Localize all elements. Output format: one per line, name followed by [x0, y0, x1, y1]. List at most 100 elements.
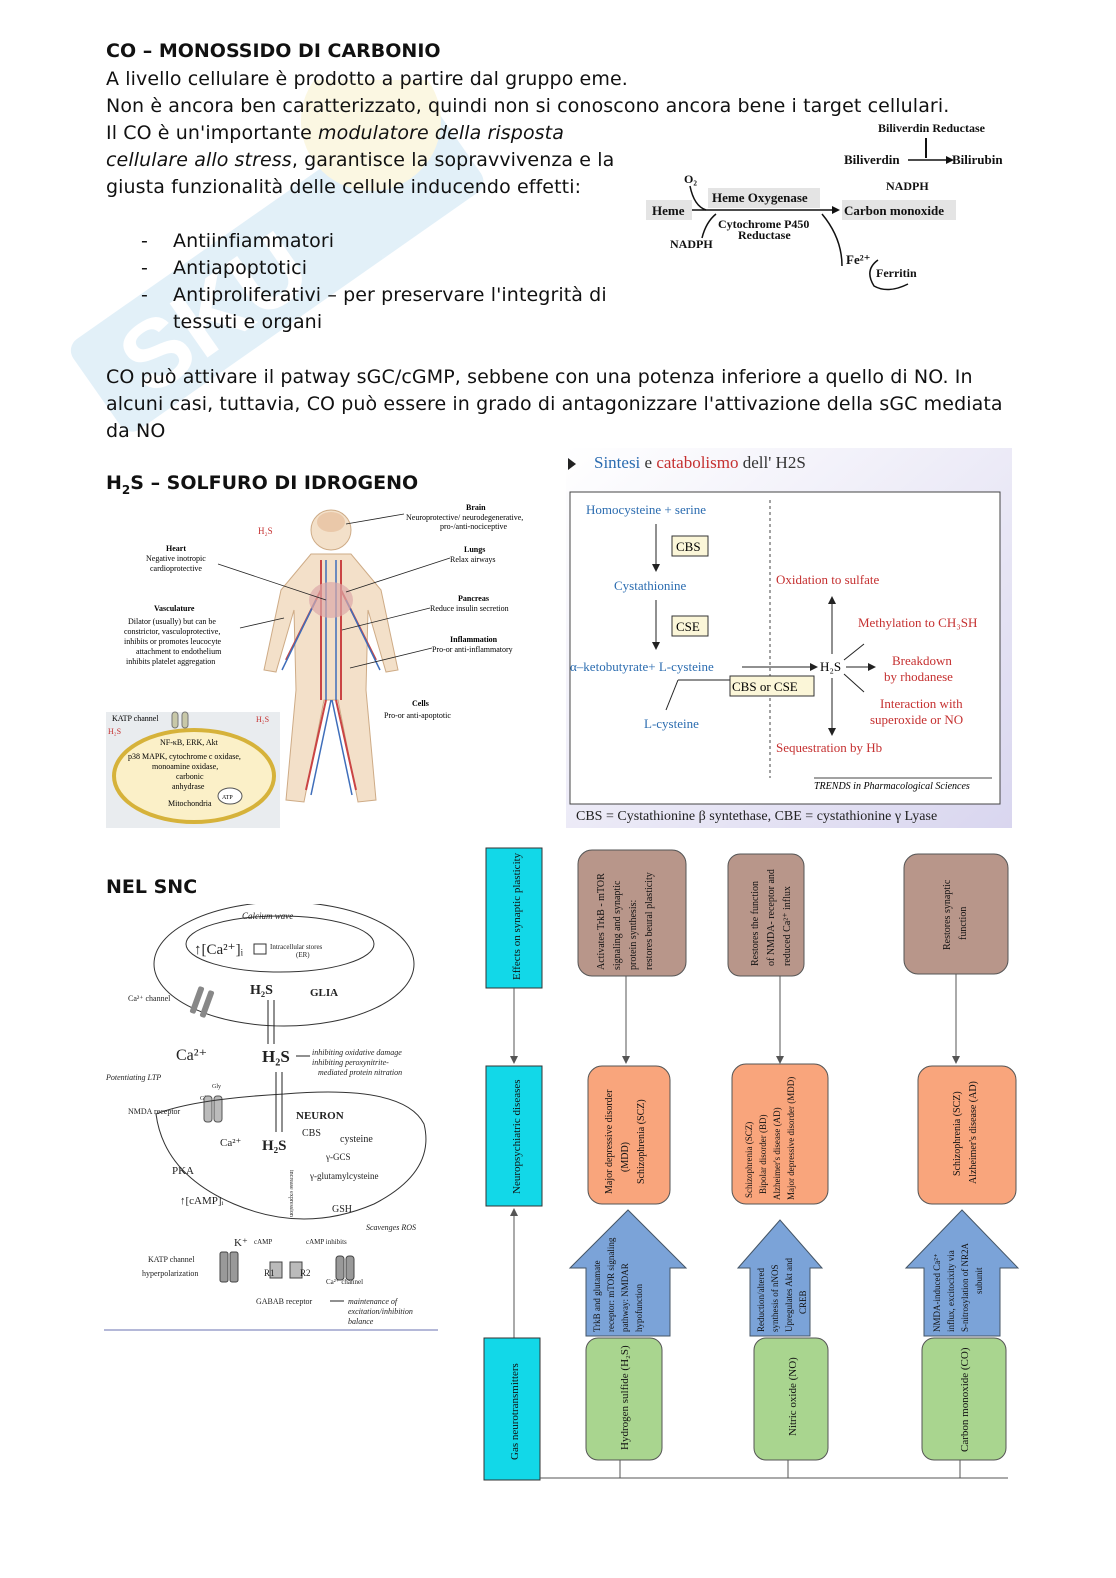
mechanism-arrow-no — [738, 1220, 822, 1336]
ferritin-label: Ferritin — [876, 266, 917, 280]
ltp-label: Potentiating LTP — [105, 1073, 161, 1082]
vasculature-desc-3: inhibits or promotes leucocyte — [124, 637, 222, 646]
methylation-label: Methylation to CH₃SH — [858, 615, 977, 630]
cystathionine-label: Cystathionine — [614, 578, 686, 593]
disease-box-h2s — [588, 1066, 670, 1204]
stores-label-2: (ER) — [296, 951, 310, 959]
h2s-title-sub: 2 — [122, 483, 130, 497]
camp-inhibits-label: cAMP inhibits — [306, 1238, 347, 1246]
snc-h2s-diagram: Calcium wave ↑[Ca²⁺]ᵢ Intracellular stor… — [104, 904, 438, 1332]
co-paragraph-4: CO può attivare il patway sGC/cGMP, sebb… — [106, 364, 1026, 445]
snc-title: NEL SNC — [106, 876, 197, 898]
mitochondria-label: Mitochondria — [168, 799, 212, 808]
h2s-body-diagram: H₂S Brain Neuroprotective/ neurodegenera… — [106, 500, 556, 828]
co-effects-list: Antiinfiammatori Antiapoptotici Antiprol… — [106, 228, 646, 336]
fe-label: Fe²⁺ — [846, 252, 870, 267]
breakdown-label-1: Breakdown — [892, 653, 952, 668]
disease-no-line-4: Major depressive disorder (MDD) — [786, 1077, 796, 1200]
sidebar-gases-label: Gas neurotransmitters — [509, 1363, 521, 1460]
cell-line-1: NF-κB, ERK, Akt — [160, 738, 219, 747]
mechanism-h2s-line-4: hypofunction — [634, 1284, 644, 1332]
interaction-label-1: Interaction with — [880, 696, 963, 711]
heme-label: Heme — [652, 203, 685, 218]
camp-small-label: cAMP — [254, 1238, 272, 1246]
synth-title: Sintesi e catabolismo dell' H2S — [594, 453, 806, 472]
katp-snc-label-1: KATP channel — [148, 1255, 195, 1264]
sequestration-label: Sequestration by Hb — [776, 740, 882, 755]
r2-label: R2 — [300, 1268, 311, 1278]
biliverdin-reductase-label: Biliverdin Reductase — [878, 121, 986, 135]
effect-co-line-2: function — [958, 907, 969, 940]
synth-footer: CBS = Cystathionine β syntethase, CBE = … — [576, 809, 937, 824]
ca2-label: Ca²⁺ — [176, 1047, 207, 1064]
h2s-title: H2S – SOLFURO DI IDROGENO — [106, 472, 418, 497]
effect-co-line-1: Restores synaptic — [942, 879, 953, 950]
kplus-label: K⁺ — [234, 1237, 248, 1249]
sidebar-diseases-label: Neuropsychiatric diseases — [511, 1079, 523, 1194]
cell-line-5: anhydrase — [172, 782, 205, 791]
r1-label: R1 — [264, 1268, 275, 1278]
brain-desc-2: pro-/anti-nociceptive — [440, 522, 508, 531]
vasculature-desc-5: inhibits platelet aggregation — [126, 657, 215, 666]
ca-neuron-label: Ca²⁺ — [220, 1137, 242, 1149]
katp-snc-label-2: hyperpolarization — [142, 1269, 198, 1278]
co-paragraph-3: Il CO è un'importante modulatore della r… — [106, 120, 626, 201]
maintenance-label-2: excitation/inhibition — [348, 1307, 413, 1316]
mechanism-h2s-line-1: TrkB and glutamate — [592, 1260, 602, 1332]
inhibit-label-2: inhibiting peroxynitrite- — [312, 1058, 389, 1067]
interaction-label-2: superoxide or NO — [870, 712, 963, 727]
gas-co-label: Carbon monoxide (CO) — [959, 1347, 971, 1452]
lungs-desc: Relax airways — [450, 555, 496, 564]
list-item: Antiinfiammatori — [106, 228, 646, 255]
h2s-title-rest: S – SOLFURO DI IDROGENO — [130, 472, 418, 494]
effect-h2s-line-3: protein synthesis: — [628, 900, 639, 970]
katp-channel-label: KATP channel — [112, 714, 159, 723]
ca-channel-label: Ca²⁺ channel — [128, 994, 171, 1003]
list-item: Antiproliferativi – per preservare l'int… — [106, 282, 646, 336]
h2s-glia-label: H₂S — [250, 983, 273, 998]
cell-line-3: monoamine oxidase, — [152, 762, 218, 771]
homocysteine-label: Homocysteine + serine — [586, 502, 706, 517]
ggcs-label: γ-GCS — [325, 1152, 350, 1162]
cbs-enzyme-label: CBS — [676, 539, 701, 554]
list-item: Antiapoptotici — [106, 255, 646, 282]
effect-h2s-line-1: Activates TrkB - mTOR — [596, 873, 607, 970]
vasculature-desc-2: constrictor, vasculoprotective, — [124, 627, 220, 636]
h2s-cell-right: H₂S — [256, 715, 269, 724]
inflammation-desc: Pro-or anti-inflammatory — [432, 645, 513, 654]
trends-credit: TRENDS in Pharmacological Sciences — [814, 781, 970, 792]
reductase-label: Reductase — [738, 228, 791, 242]
co-intro: A livello cellulare è prodotto a partire… — [106, 66, 1066, 120]
brain-desc-1: Neuroprotective/ neurodegenerative, — [406, 513, 523, 522]
biliverdin-label: Biliverdin — [844, 152, 900, 167]
nadph-left-label: NADPH — [670, 237, 713, 251]
increase-expression-label: increase expression — [288, 1170, 294, 1217]
maintenance-label-1: maintenance of — [348, 1297, 399, 1306]
disease-h2s-line-3: Schizophrenia (SCZ) — [636, 1099, 647, 1184]
camp-up-label: ↑[cAMP]ᵢ — [180, 1195, 224, 1207]
effect-h2s-line-2: signaling and synaptic — [612, 880, 623, 970]
effect-h2s-line-4: restores beural plasticity — [644, 872, 655, 970]
human-body-figure — [264, 510, 398, 802]
gas-no-label: Nitric oxide (NO) — [787, 1357, 799, 1436]
effect-no-line-2: of NMDA- receptor and — [766, 869, 777, 966]
carbon-monoxide-label: Carbon monoxide — [844, 203, 944, 218]
ca-channel-2-label: Ca²⁺ channel — [326, 1278, 363, 1286]
mechanism-co-line-3: S-nitrosylation of NR2A — [960, 1243, 970, 1332]
nadph-top-label: NADPH — [886, 179, 929, 193]
inhibit-label-3: mediated protein nitration — [318, 1068, 402, 1077]
heart-desc-2: cardioprotective — [150, 564, 202, 573]
cell-line-2: p38 MAPK, cytochrome c oxidase, — [128, 752, 241, 761]
gas-neurotransmitter-flowchart: Effects on synaptic plasticity Neuropsyc… — [480, 844, 1024, 1484]
cells-title: Cells — [412, 699, 429, 708]
h2s-center-label: H₂S — [820, 659, 841, 674]
ketobutyrate-label: α–ketobutyrate+ L-cysteine — [570, 659, 714, 674]
maintenance-label-3: balance — [348, 1317, 374, 1326]
heart-desc-1: Negative inotropic — [146, 554, 206, 563]
mechanism-co-line-1: NMDA-induced Ca²⁺ — [932, 1253, 942, 1332]
o2-label: O₂ — [684, 172, 697, 186]
heme-oxygenase-label: Heme Oxygenase — [712, 190, 808, 205]
cysteine-label: cysteine — [340, 1134, 373, 1145]
mechanism-no-line-2: synthesis of nNOS — [770, 1264, 780, 1332]
calcium-wave-label: Calcium wave — [242, 911, 293, 921]
